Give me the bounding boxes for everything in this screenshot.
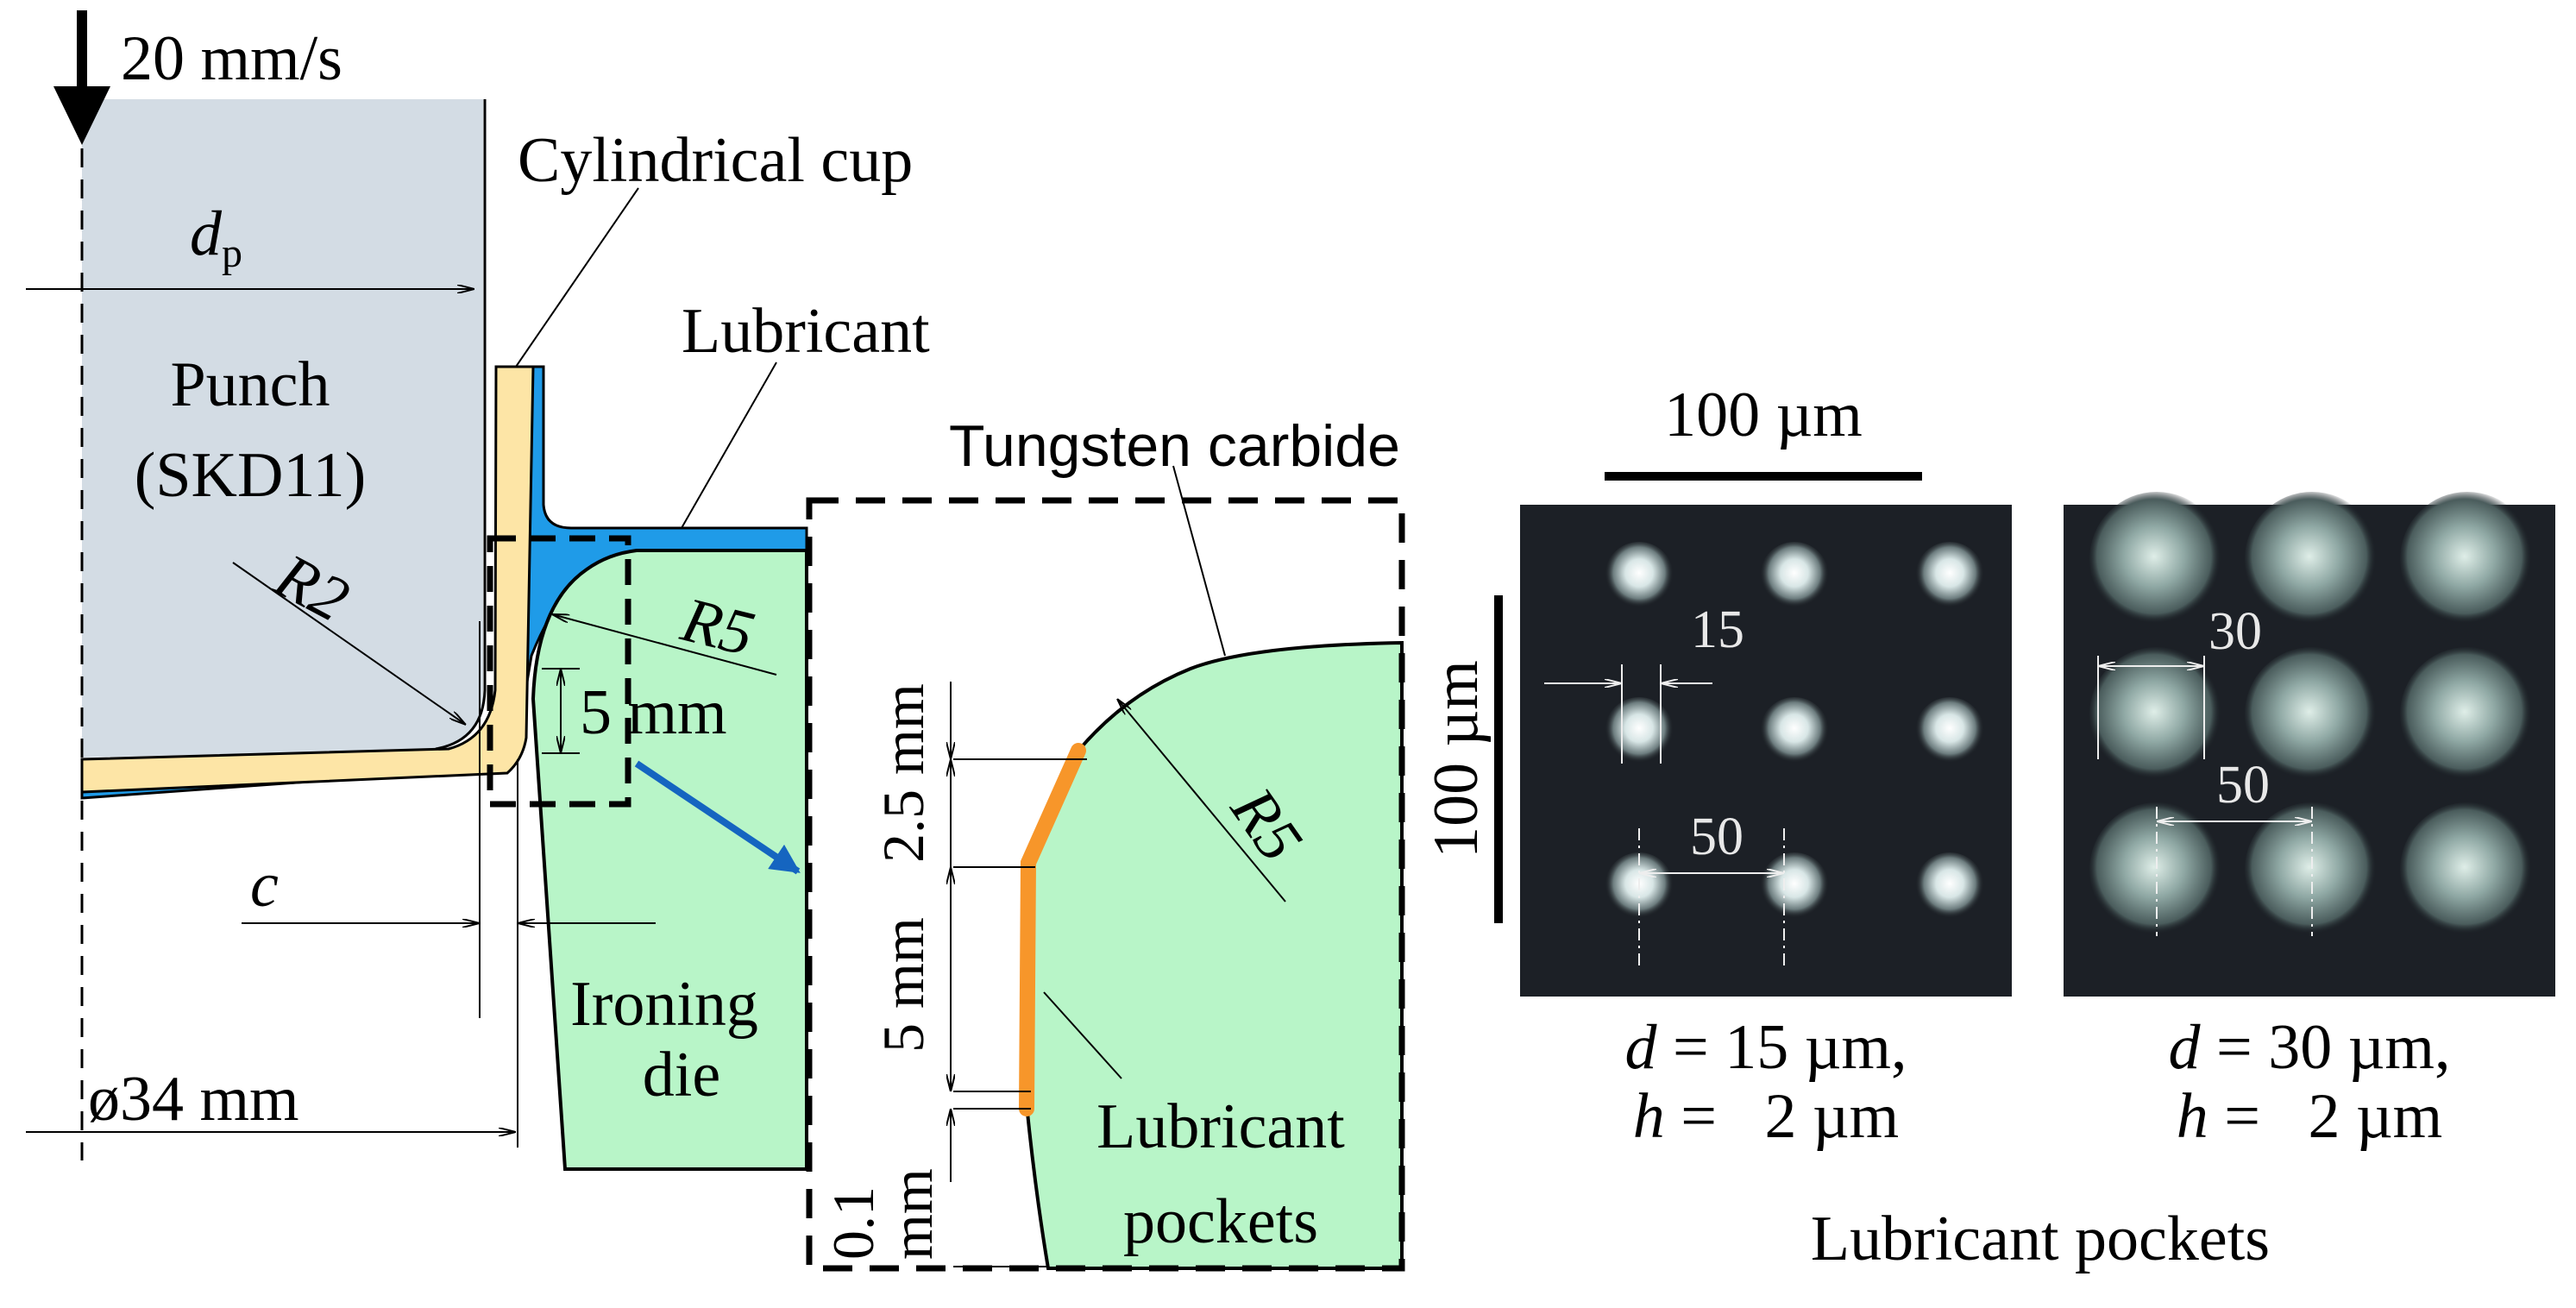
five-mm-label: 5 mm (580, 677, 727, 748)
lubricant-pocket-dot (2089, 802, 2224, 937)
lubricant-pocket-dot (1605, 697, 1674, 766)
dp-label: dp (190, 198, 242, 276)
caption-left-d: d = 15 µm, (1625, 1012, 1907, 1083)
lubricant-pocket-dot (1760, 852, 1829, 921)
pockets-label-2: pockets (1123, 1186, 1318, 1257)
lubricant-pocket-dot (2245, 492, 2379, 626)
pocket-spacing-right: 50 (2216, 756, 2270, 814)
detail-frame (806, 497, 1405, 1272)
lubricant-pocket-dot (1915, 697, 1984, 766)
lubricant-pocket-dot (2400, 647, 2535, 782)
ironing-die-label: Ironing (570, 969, 758, 1040)
punch-label: Punch (171, 349, 330, 420)
caption-right-h: h = 2 µm (2177, 1081, 2442, 1152)
lubricant-pocket-band (1019, 743, 1086, 1116)
lubricant-pocket-dot (1915, 542, 1984, 611)
scale-bar-v-label: 100 µm (1421, 660, 1492, 858)
lubricant-pocket-dot (1915, 852, 1984, 921)
dim-5mm: 5 mm (870, 917, 936, 1053)
pocket-spacing-left: 50 (1690, 808, 1744, 866)
lubricant-pocket-dot (2400, 802, 2535, 937)
pockets-caption: Lubricant pockets (1811, 1204, 2270, 1274)
dim-0-1-unit: mm (879, 1168, 945, 1260)
punch-body (82, 99, 483, 758)
caption-left-h: h = 2 µm (1633, 1081, 1899, 1152)
punch-material-label: (SKD11) (135, 440, 367, 511)
lubricant-pocket-dot (2400, 492, 2535, 626)
ironing-die-label-2: die (643, 1040, 720, 1110)
detail-region-box (487, 535, 631, 808)
micrographs: 100 µm 100 µm 15 50 d = 15 µm, h = 2 µm (1421, 380, 2555, 1274)
caption-right-d: d = 30 µm, (2169, 1012, 2451, 1083)
r5-label-left: R5 (674, 584, 761, 670)
detail-arrow (634, 760, 801, 875)
speed-arrow (53, 86, 110, 145)
lubricant-pocket-dot (1760, 697, 1829, 766)
micrograph-left: 15 50 (1520, 505, 2012, 997)
pockets-label: Lubricant (1096, 1091, 1345, 1162)
diameter-label: ø34 mm (88, 1064, 299, 1135)
die-detail-shape (1025, 640, 1404, 1270)
pocket-diameter-right: 30 (2208, 602, 2262, 661)
pocket-diameter-left: 15 (1691, 601, 1744, 659)
lubricant-pocket-dot (2089, 492, 2224, 626)
lubricant-pocket-dot (2089, 647, 2224, 782)
lubricant-pocket-dot (1605, 542, 1674, 611)
lubricant-label: Lubricant (682, 296, 930, 367)
punch-assembly: 20 mm/s Cylindrical cup dp Lubricant Pun… (26, 10, 930, 1171)
ironing-die (531, 549, 808, 1171)
lubricant-pocket-dot (2245, 647, 2379, 782)
lubricant-pocket-dot (2245, 802, 2379, 937)
micrograph-right: 30 50 (2064, 492, 2555, 997)
tungsten-label: Tungsten carbide (949, 413, 1400, 479)
dim-0-1: 0.1 (820, 1186, 886, 1260)
cup-label: Cylindrical cup (518, 125, 913, 196)
speed-label: 20 mm/s (121, 23, 342, 94)
dim-2-5mm: 2.5 mm (870, 683, 936, 863)
scale-bar-h-label: 100 µm (1664, 380, 1863, 450)
clearance-label: c (250, 850, 279, 921)
lubricant-pocket-dot (1760, 542, 1829, 611)
die-detail: Tungsten carbide R5 2.5 mm 5 mm 0.1 mm L… (806, 413, 1405, 1272)
